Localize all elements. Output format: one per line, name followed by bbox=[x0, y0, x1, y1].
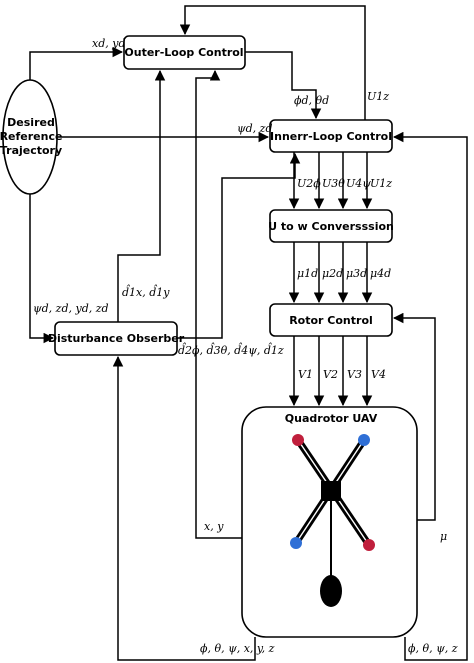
desired-reference-line-3: Trajectory bbox=[0, 144, 62, 157]
quadrotor-drawing bbox=[290, 434, 375, 607]
label-xd-yd: xd, yd bbox=[92, 37, 126, 50]
label-u1z-top: U1z bbox=[367, 90, 389, 103]
u-to-w-block: U to w Conversssion bbox=[268, 209, 394, 243]
label-state-left: ϕ, θ, ψ, x, y, z bbox=[200, 642, 275, 655]
desired-reference-line-2: Reference bbox=[0, 130, 62, 143]
label-mu3d: μ3d bbox=[346, 267, 367, 280]
rotor-front-right-icon bbox=[358, 434, 370, 446]
arrow-desired-to-outer bbox=[29, 46, 124, 80]
signal-labels: xd, yd ϕd, θd U1z ψd, zd U2ϕ U3θ U4ψ U1z… bbox=[33, 37, 458, 655]
arrow-d-estimates bbox=[177, 152, 301, 339]
label-v4: V4 bbox=[371, 368, 386, 381]
quadrotor-body bbox=[321, 481, 341, 501]
connections bbox=[29, 5, 468, 661]
arrow-u1z-loop bbox=[179, 5, 366, 120]
label-mu2d: μ2d bbox=[322, 267, 343, 280]
arrow-desired-to-observer bbox=[29, 194, 55, 344]
arrow-mu-feedback bbox=[392, 312, 436, 521]
disturbance-observer-label: Disturbance Obserber bbox=[48, 332, 185, 345]
label-mu: μ bbox=[440, 530, 447, 543]
label-u4psi: U4ψ bbox=[346, 177, 371, 190]
label-psid-zd: ψd, zd bbox=[237, 122, 273, 135]
quadrotor-block: Quadrotor UAV bbox=[241, 406, 418, 638]
arrow-d1-estimates bbox=[117, 69, 166, 322]
label-d-estimates: d̂2ϕ, d̂3θ, d̂4ψ, d̂1z bbox=[178, 343, 284, 357]
desired-reference-line-1: Desired bbox=[7, 116, 55, 129]
outer-loop-block: Outer-Loop Control bbox=[123, 35, 246, 70]
u-to-w-label: U to w Conversssion bbox=[268, 220, 394, 233]
rotor-back-right-icon bbox=[363, 539, 375, 551]
rotor-back-left-icon bbox=[290, 537, 302, 549]
label-v3: V3 bbox=[347, 368, 362, 381]
rotor-control-block: Rotor Control bbox=[269, 303, 393, 337]
label-u2phi: U2ϕ bbox=[297, 177, 321, 190]
label-mu4d: μ4d bbox=[370, 267, 391, 280]
label-u3theta: U3θ bbox=[322, 177, 345, 190]
label-observer-input: ψd, zd, yd, zd bbox=[33, 302, 109, 315]
arrow-attitude-feedback bbox=[392, 131, 468, 661]
label-u1z: U1z bbox=[370, 177, 392, 190]
rotor-control-label: Rotor Control bbox=[289, 314, 373, 327]
label-mu1d: μ1d bbox=[297, 267, 318, 280]
pendulum-mass bbox=[320, 575, 342, 607]
quadrotor-label: Quadrotor UAV bbox=[285, 412, 378, 425]
arrow-outer-to-inner bbox=[245, 51, 322, 120]
label-xy: x, y bbox=[204, 520, 224, 533]
label-v2: V2 bbox=[323, 368, 338, 381]
label-state-right: ϕ, θ, ψ, z bbox=[408, 642, 458, 655]
desired-reference-block: Desired Reference Trajectory bbox=[0, 79, 62, 195]
inner-loop-block: Innerr-Loop Control bbox=[269, 119, 393, 153]
label-d1-estimates: d̂1x, d̂1y bbox=[122, 285, 170, 299]
arrow-xy-feedback bbox=[195, 69, 242, 539]
label-v1: V1 bbox=[298, 368, 313, 381]
inner-loop-label: Innerr-Loop Control bbox=[270, 130, 392, 143]
disturbance-observer-block: Disturbance Obserber bbox=[48, 321, 185, 356]
outer-loop-label: Outer-Loop Control bbox=[124, 46, 243, 59]
label-phid-thetad: ϕd, θd bbox=[294, 94, 329, 107]
arrow-state-feedback bbox=[112, 355, 256, 661]
rotor-front-left-icon bbox=[292, 434, 304, 446]
